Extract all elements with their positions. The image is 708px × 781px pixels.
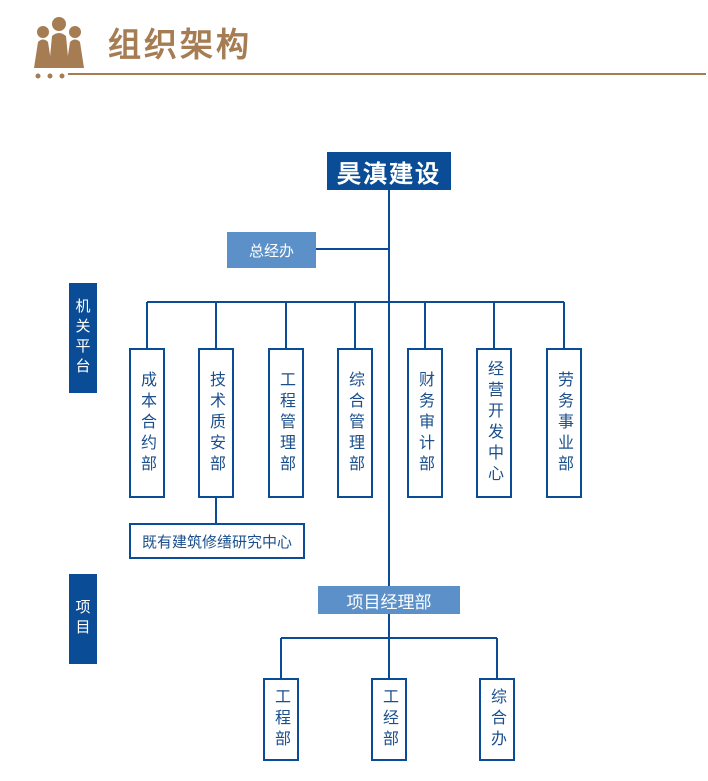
department-box-tech-quality-safety: 技术质安部 xyxy=(198,348,234,498)
project-manager-box: 项目经理部 xyxy=(318,586,460,614)
platform-band-label: 机关平台 xyxy=(69,283,97,393)
department-box-labor-division: 劳务事业部 xyxy=(546,348,582,498)
project-department-box-engineering: 工程部 xyxy=(263,678,299,761)
root-company-box: 昊滇建设 xyxy=(327,152,451,190)
project-band-label: 项目 xyxy=(69,574,97,664)
title-divider xyxy=(68,73,706,75)
department-box-general-management: 综合管理部 xyxy=(337,348,373,498)
general-office-box: 总经办 xyxy=(227,232,316,268)
department-box-business-development: 经营开发中心 xyxy=(476,348,512,498)
people-group-icon xyxy=(30,12,88,80)
project-department-box-general-office: 综合办 xyxy=(479,678,515,761)
page-title: 组织架构 xyxy=(108,25,252,64)
project-department-box-engineering-economics: 工经部 xyxy=(371,678,407,761)
department-box-engineering-management: 工程管理部 xyxy=(268,348,304,498)
research-center-box: 既有建筑修缮研究中心 xyxy=(129,523,305,559)
department-box-finance-audit: 财务审计部 xyxy=(407,348,443,498)
department-box-cost-contract: 成本合约部 xyxy=(129,348,165,498)
